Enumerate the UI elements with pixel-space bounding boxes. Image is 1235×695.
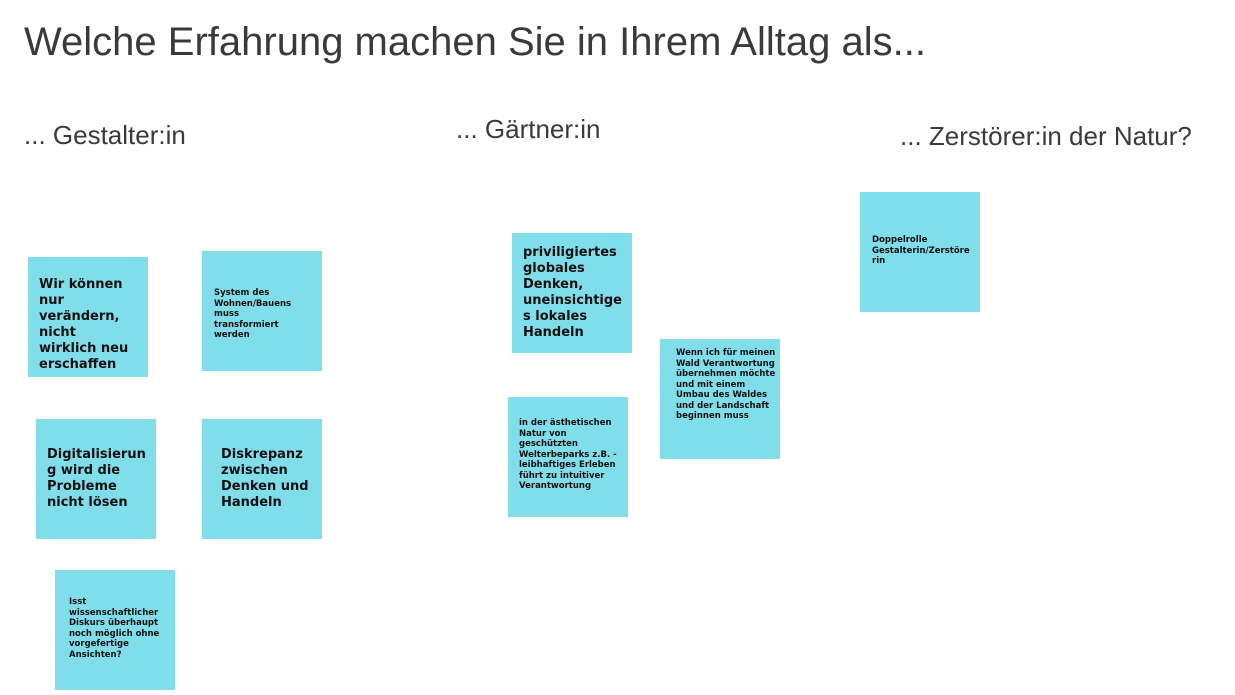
sticky-note[interactable]: Isst wissenschaftlicher Diskurs überhaup…	[55, 570, 175, 690]
slide-title: Welche Erfahrung machen Sie in Ihrem All…	[24, 20, 926, 64]
column-header-zerstoerer: ... Zerstörer:in der Natur?	[900, 121, 1192, 151]
sticky-note[interactable]: priviligiertes globales Denken, uneinsic…	[512, 233, 632, 353]
sticky-note[interactable]: Wenn ich für meinen Wald Verantwortung ü…	[660, 339, 780, 459]
sticky-note-text: Doppelrolle Gestalterin/Zerstörerin	[872, 235, 970, 266]
sticky-note-text: priviligiertes globales Denken, uneinsic…	[523, 245, 622, 340]
sticky-note[interactable]: Digitalisierung wird die Probleme nicht …	[36, 419, 156, 539]
sticky-note-text: System des Wohnen/Bauens muss transformi…	[214, 288, 292, 340]
sticky-note[interactable]: Wir können nur verändern, nicht wirklich…	[28, 257, 148, 377]
sticky-note-text: Isst wissenschaftlicher Diskurs überhaup…	[69, 597, 160, 660]
sticky-note-text: Digitalisierung wird die Probleme nicht …	[47, 447, 146, 510]
sticky-note[interactable]: Diskrepanz zwischen Denken und Handeln	[202, 419, 322, 539]
sticky-note-text: Wenn ich für meinen Wald Verantwortung ü…	[676, 348, 776, 421]
sticky-note-text: in der ästhetischen Natur von geschützte…	[519, 418, 617, 491]
column-header-gestalter: ... Gestalter:in	[24, 120, 186, 150]
sticky-note-text: Diskrepanz zwischen Denken und Handeln	[221, 447, 309, 510]
sticky-note[interactable]: in der ästhetischen Natur von geschützte…	[508, 397, 628, 517]
sticky-note-text: Wir können nur verändern, nicht wirklich…	[39, 277, 129, 372]
column-header-gaertner: ... Gärtner:in	[456, 114, 601, 144]
sticky-note[interactable]: System des Wohnen/Bauens muss transformi…	[202, 251, 322, 371]
sticky-note[interactable]: Doppelrolle Gestalterin/Zerstörerin	[860, 192, 980, 312]
